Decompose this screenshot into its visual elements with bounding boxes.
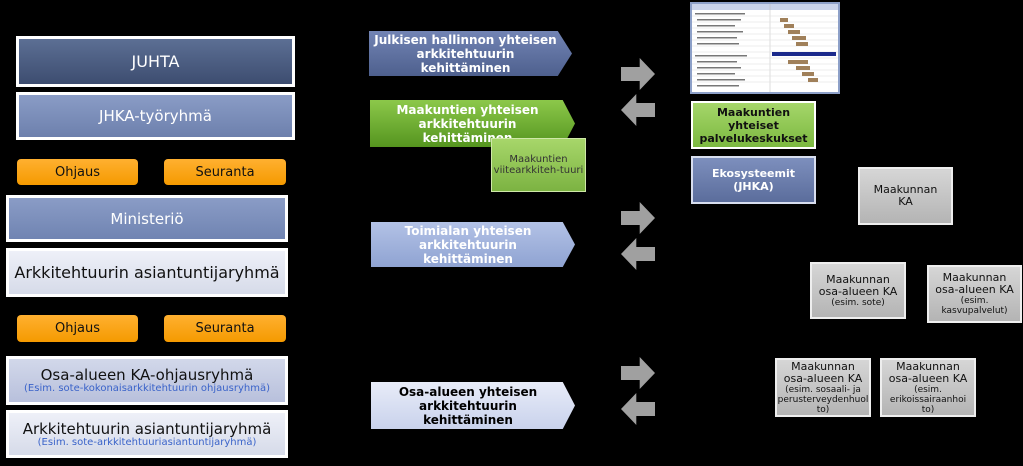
osa-alueen-arrow: Osa-alueen yhteisen arkkitehtuurin kehit… [371,382,575,429]
osa-alue-erikois-sub: (esim. erikoissairaanhoi to) [889,384,967,415]
juhta-box: JUHTA [16,36,295,87]
jhka-label: JHKA-työryhmä [99,107,212,125]
osa-alue-sosiaali-label: Maakunnan osa-alueen KA [783,359,863,385]
seuranta-badge-2: Seuranta [164,315,286,342]
maakunnan-ka-box: Maakunnan KA [858,167,953,225]
palvelukeskukset-box: Maakuntien yhteiset palvelukeskukset [691,101,816,149]
ohjaus-badge-1: Ohjaus [17,159,138,185]
arrow-right-icon-1 [621,58,655,90]
seuranta-label-2: Seuranta [195,321,255,336]
asiantuntija-label-1: Arkkitehtuurin asiantuntijaryhmä [14,263,280,282]
ministerio-label: Ministeriö [110,209,184,228]
jhka-box: JHKA-työryhmä [16,92,295,140]
viitearkkitehtuuri-label: Maakuntien viitearkkiteh-tuuri [493,154,584,176]
gantt-chart-icon [692,4,838,92]
ministerio-box: Ministeriö [6,195,288,242]
gantt-chart-thumbnail [690,2,840,94]
arrow-left-icon-3 [621,393,655,425]
ekosysteemit-label: Ekosysteemit (JHKA) [711,167,796,193]
toimialan-arrow: Toimialan yhteisen arkkitehtuurin kehitt… [371,222,575,267]
asiantuntija-box-1: Arkkitehtuurin asiantuntijaryhmä [6,248,288,297]
osa-alue-erikois-label: Maakunnan osa-alueen KA [888,359,968,385]
seuranta-label-1: Seuranta [195,164,255,180]
palvelukeskukset-label: Maakuntien yhteiset palvelukeskukset [699,105,808,145]
julkisen-hallinnon-arrow: Julkisen hallinnon yhteisen arkkitehtuur… [369,31,572,76]
arrow-right-icon-3 [621,357,655,389]
osa-alueen-label: Osa-alueen yhteisen arkkitehtuurin kehit… [398,384,538,427]
asiantuntija-label-2: Arkkitehtuurin asiantuntijaryhmä [22,419,272,438]
asiantuntija-box-2: Arkkitehtuurin asiantuntijaryhmä (Esim. … [6,410,288,458]
ekosysteemit-box: Ekosysteemit (JHKA) [691,156,816,204]
osa-alue-sosiaali-box: Maakunnan osa-alueen KA (esim. sosaali- … [775,358,871,417]
osa-alue-sote-label: Maakunnan osa-alueen KA [818,272,898,298]
seuranta-badge-1: Seuranta [164,159,286,185]
osa-alue-kasvu-sub: (esim. kasvupalvelut) [941,296,1008,316]
osa-alue-sote-box: Maakunnan osa-alueen KA (esim. sote) [810,262,906,319]
osa-alue-sote-sub: (esim. sote) [831,297,885,308]
maakunnan-ka-label: Maakunnan KA [873,183,938,208]
connector-ohjaus-ministerio [140,185,142,195]
viitearkkitehtuuri-box: Maakuntien viitearkkiteh-tuuri [491,138,586,192]
arrow-left-icon-1 [621,94,655,126]
ohjaus-label-2: Ohjaus [54,321,101,336]
arrow-left-icon-2 [621,238,655,270]
osa-alueen-ohjausryhma-sub: (Esim. sote-kokonaisarkkitehtuurin ohjau… [24,383,270,394]
maakuntien-label: Maakuntien yhteisen arkkitehtuurin kehit… [396,102,539,145]
ohjaus-label-1: Ohjaus [54,164,101,180]
osa-alue-erikois-box: Maakunnan osa-alueen KA (esim. erikoissa… [880,358,976,417]
osa-alueen-ohjausryhma-box: Osa-alueen KA-ohjausryhmä (Esim. sote-ko… [6,356,288,405]
osa-alueen-ohjausryhma-label: Osa-alueen KA-ohjausryhmä [40,366,254,384]
maakuntien-arrow: Maakuntien yhteisen arkkitehtuurin kehit… [370,100,575,147]
osa-alue-sosiaali-sub: (esim. sosaali- ja perusterveydenhuol to… [777,384,869,415]
juhta-label: JUHTA [131,52,180,71]
osa-alue-kasvu-label: Maakunnan osa-alueen KA [935,271,1014,296]
toimialan-label: Toimialan yhteisen arkkitehtuurin kehitt… [404,223,532,266]
julkisen-hallinnon-label: Julkisen hallinnon yhteisen arkkitehtuur… [374,32,557,75]
ohjaus-badge-2: Ohjaus [17,315,138,342]
osa-alue-kasvu-box: Maakunnan osa-alueen KA (esim. kasvupalv… [927,265,1022,323]
asiantuntija-sub-2: (Esim. sote-arkkitehtuuriasiantuntijaryh… [37,436,257,448]
arrow-right-icon-2 [621,202,655,234]
